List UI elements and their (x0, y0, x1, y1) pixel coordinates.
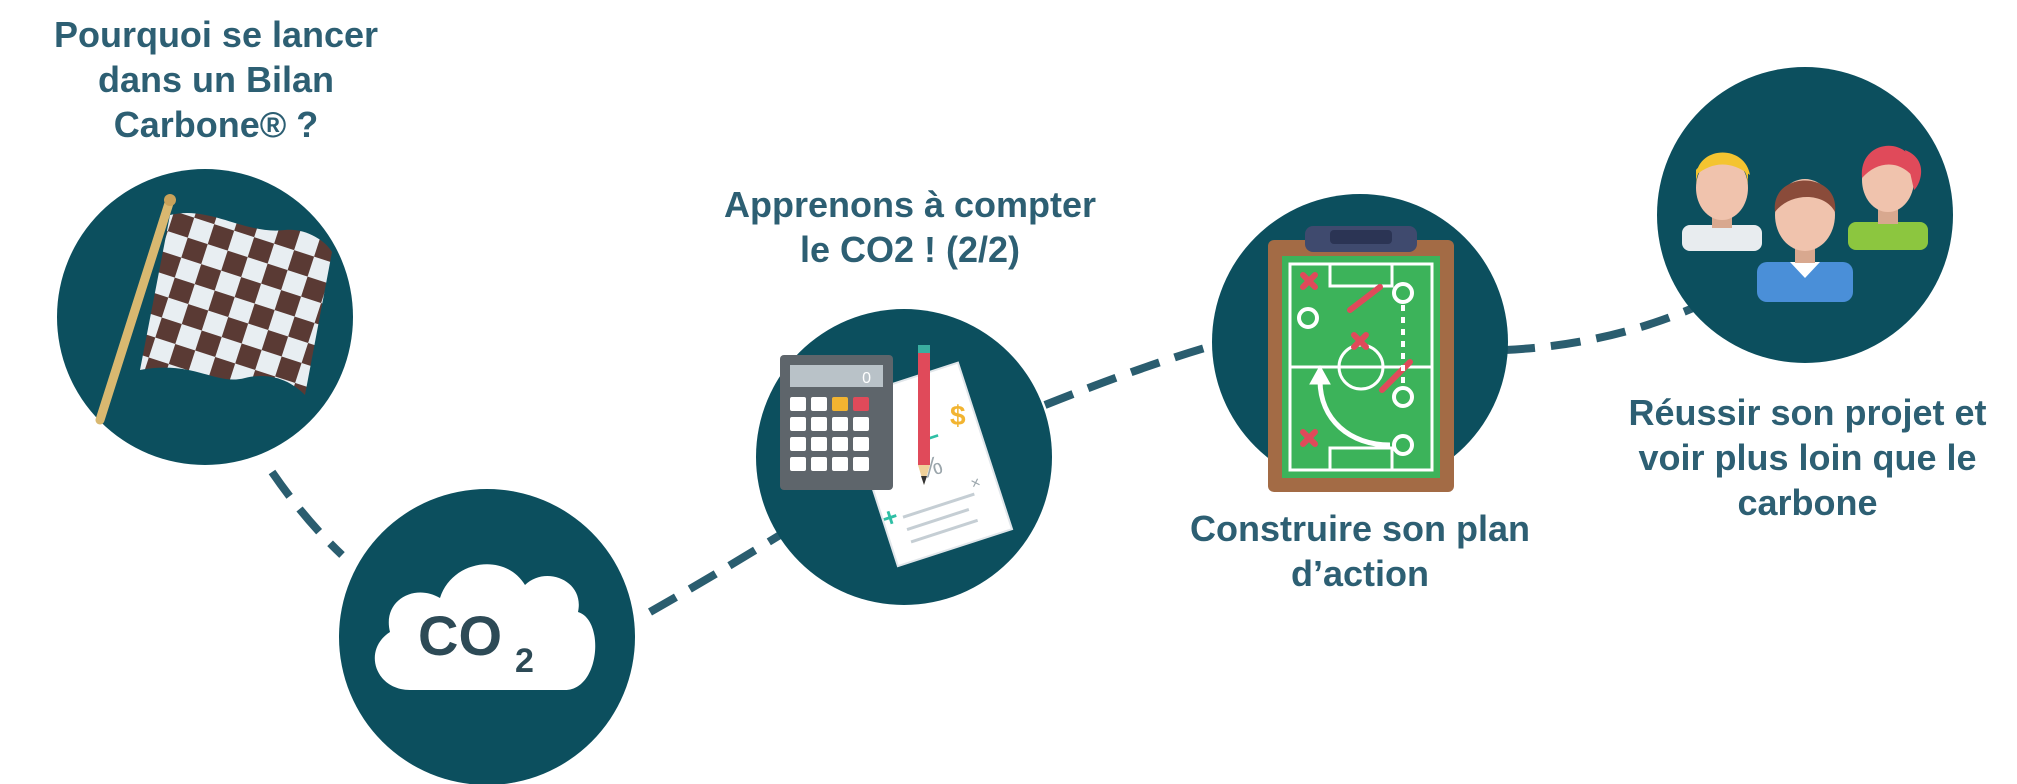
co2-text: CO (418, 604, 502, 667)
connector-1-2 (268, 469, 345, 558)
tactics-clipboard-icon (1268, 226, 1454, 492)
calculator-document-icon: % – + × $ 0 (780, 345, 1014, 568)
step-5-label: Réussir son projet et voir plus loin que… (1628, 392, 1987, 523)
svg-text:$: $ (950, 400, 966, 431)
team-people-icon (1682, 145, 1928, 302)
connector-4-5 (1504, 301, 1702, 354)
connector-3-4 (1043, 341, 1217, 409)
checkered-flag-icon (95, 194, 332, 425)
step-2-node: CO 2 (339, 489, 635, 784)
step-1-node (57, 169, 353, 465)
co2-cloud-icon: CO 2 (374, 564, 596, 690)
step-4-label: Construire son plan d’action (1189, 508, 1531, 594)
step-3-label: Apprenons à compter le CO2 ! (2/2) (723, 184, 1097, 270)
co2-subscript: 2 (515, 642, 534, 680)
step-1-label: Pourquoi se lancer dans un Bilan Carbone… (53, 14, 379, 145)
connector-2-3 (648, 531, 783, 616)
step-5-node (1657, 67, 1953, 363)
step-3-node: % – + × $ 0 (756, 309, 1052, 605)
step-4-node (1212, 194, 1508, 492)
calculator-display: 0 (862, 370, 871, 387)
dashed-connectors (268, 301, 1702, 616)
